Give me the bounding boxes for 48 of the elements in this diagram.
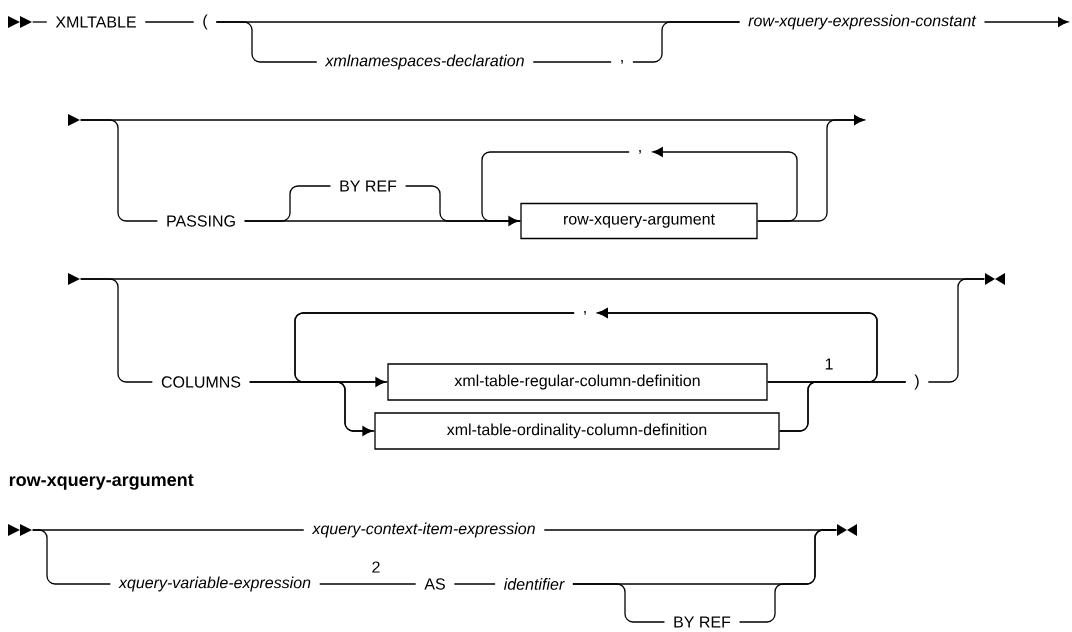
track-line [249, 381, 375, 432]
track-line [532, 61, 612, 63]
track-line [80, 119, 159, 222]
variable-text: identifier [504, 578, 565, 590]
track-line [404, 185, 521, 222]
end-marker [985, 273, 1005, 285]
variable-text: xquery-variable-expression [118, 576, 311, 592]
start-marker [8, 16, 32, 28]
syntax-box: xml-table-regular-column-definition [387, 363, 768, 401]
start-marker [8, 524, 32, 536]
track-line [757, 115, 865, 222]
keyword: ( [203, 14, 208, 30]
variable-text: row-xquery-expression-constant [748, 14, 977, 30]
keyword: PASSING [167, 215, 235, 227]
section-heading: row-xquery-argument [9, 474, 194, 490]
edge-label: 1 [823, 357, 835, 371]
track-line [294, 312, 575, 436]
track-line [481, 151, 630, 226]
track-line [572, 583, 666, 623]
keyword: , [639, 150, 641, 154]
keyword: , [621, 60, 623, 64]
syntax-box: xml-table-ordinality-column-definition [374, 412, 780, 450]
keyword: XMLTABLE [55, 16, 136, 28]
edge-label: 2 [370, 560, 382, 574]
track-line [319, 583, 417, 585]
track-line [144, 21, 195, 23]
syntax-box: row-xquery-argument [520, 202, 758, 240]
track-line [597, 308, 878, 432]
track-line [32, 21, 48, 23]
track-line [927, 278, 985, 383]
track-line [32, 529, 111, 585]
keyword: COLUMNS [161, 376, 241, 388]
start-marker [68, 114, 80, 126]
keyword: ) [914, 374, 919, 390]
track-line [80, 278, 153, 383]
track-line [652, 147, 798, 222]
track-line [632, 21, 741, 63]
keyword: BY REF [340, 180, 397, 192]
start-marker [68, 273, 80, 285]
track-line [453, 583, 496, 585]
keyword: AS [424, 578, 445, 590]
keyword: BY REF [674, 616, 731, 628]
keyword: , [584, 311, 586, 315]
track-line [983, 17, 1069, 27]
end-marker [837, 524, 857, 536]
variable-text: xquery-context-item-expression [311, 522, 535, 538]
variable-text: xmlnamespaces-declaration [324, 54, 524, 70]
track-line [738, 529, 837, 623]
